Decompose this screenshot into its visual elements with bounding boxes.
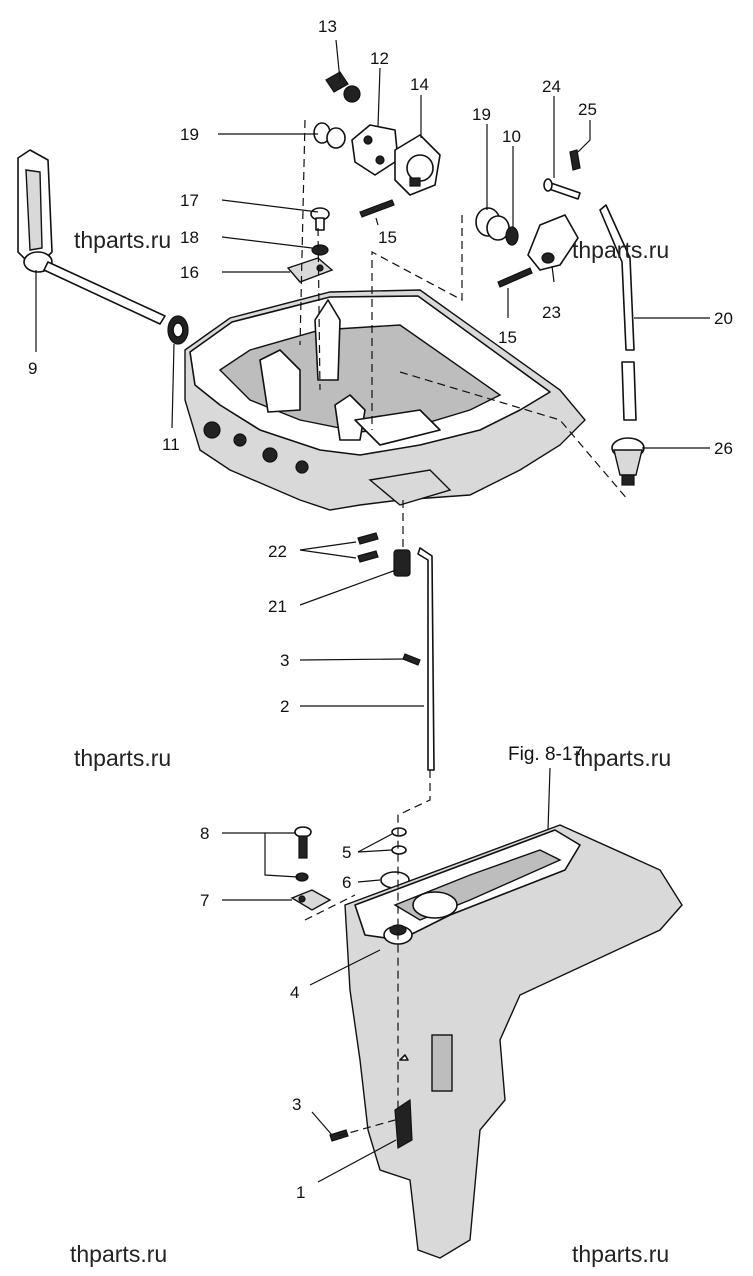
callout-20: 20 [714,309,733,328]
callout-22: 22 [268,542,287,561]
grommet-26 [611,437,645,486]
shift-handle-9 [17,149,166,325]
collar-19-right [475,207,510,241]
callout-15-right: 15 [498,328,517,347]
seal-11 [167,315,189,345]
callout-8: 8 [200,824,209,843]
callout-17: 17 [180,191,199,210]
pin-15-right [497,267,533,288]
pins-22 [357,532,379,563]
callout-15-top: 15 [378,228,397,247]
bottom-cowling [184,289,586,511]
callout-11: 11 [162,435,180,454]
watermark-mid-left: thparts.ru [74,745,171,771]
callout-6: 6 [342,873,351,892]
callout-3-top: 3 [280,651,289,670]
connector-21 [393,549,411,577]
callout-23: 23 [542,303,561,322]
washer-10 [505,226,519,246]
orings-5 [391,827,407,855]
rod-20 [599,204,637,421]
callout-labels: 13 12 14 19 17 18 16 15 19 10 24 25 23 1… [28,17,733,1202]
callout-4: 4 [290,983,299,1002]
bolt-8 [294,826,312,882]
leader-lines [35,39,710,1183]
bolt-13 [325,71,361,103]
watermark-top-left: thparts.ru [74,227,171,253]
callout-24: 24 [542,77,561,96]
watermark-top-right: thparts.ru [572,237,669,263]
callout-25: 25 [578,100,597,119]
callout-9: 9 [28,359,37,378]
plate-7 [290,889,332,911]
screw-17 [310,207,330,231]
callout-3-bottom: 3 [292,1095,301,1114]
collar-19-left [313,122,346,149]
callout-16: 16 [180,263,199,282]
pin-15-top [359,199,395,218]
figure-label: Fig. 8-17 [508,744,583,765]
callout-21: 21 [268,597,287,616]
callout-1: 1 [296,1183,305,1202]
watermark-bottom-left: thparts.ru [70,1241,167,1267]
callout-19-right: 19 [472,105,491,124]
lever-23 [527,214,579,271]
assembly-lines [299,119,629,1137]
lever-14 [394,134,441,196]
plate-16 [286,257,334,283]
shift-rod-2 [417,547,435,771]
bracket-12 [351,124,399,176]
callout-10: 10 [502,127,521,146]
washer-18 [311,244,329,256]
callout-19-left: 19 [180,125,199,144]
callout-7: 7 [200,891,209,910]
watermarks: thparts.ru thparts.ru thparts.ru thparts… [70,227,671,1267]
callout-26: 26 [714,439,733,458]
pin-3-top [402,653,421,666]
callout-2: 2 [280,697,289,716]
watermark-bottom-right: thparts.ru [572,1241,669,1267]
pin-25 [569,149,581,171]
callout-5: 5 [342,843,351,862]
callout-12: 12 [370,49,389,68]
watermark-mid-right: thparts.ru [574,745,671,771]
callout-14: 14 [410,75,429,94]
callout-13: 13 [318,17,337,36]
callout-18: 18 [180,228,199,247]
lower-casing [344,824,683,1259]
bolt-24 [543,178,581,200]
